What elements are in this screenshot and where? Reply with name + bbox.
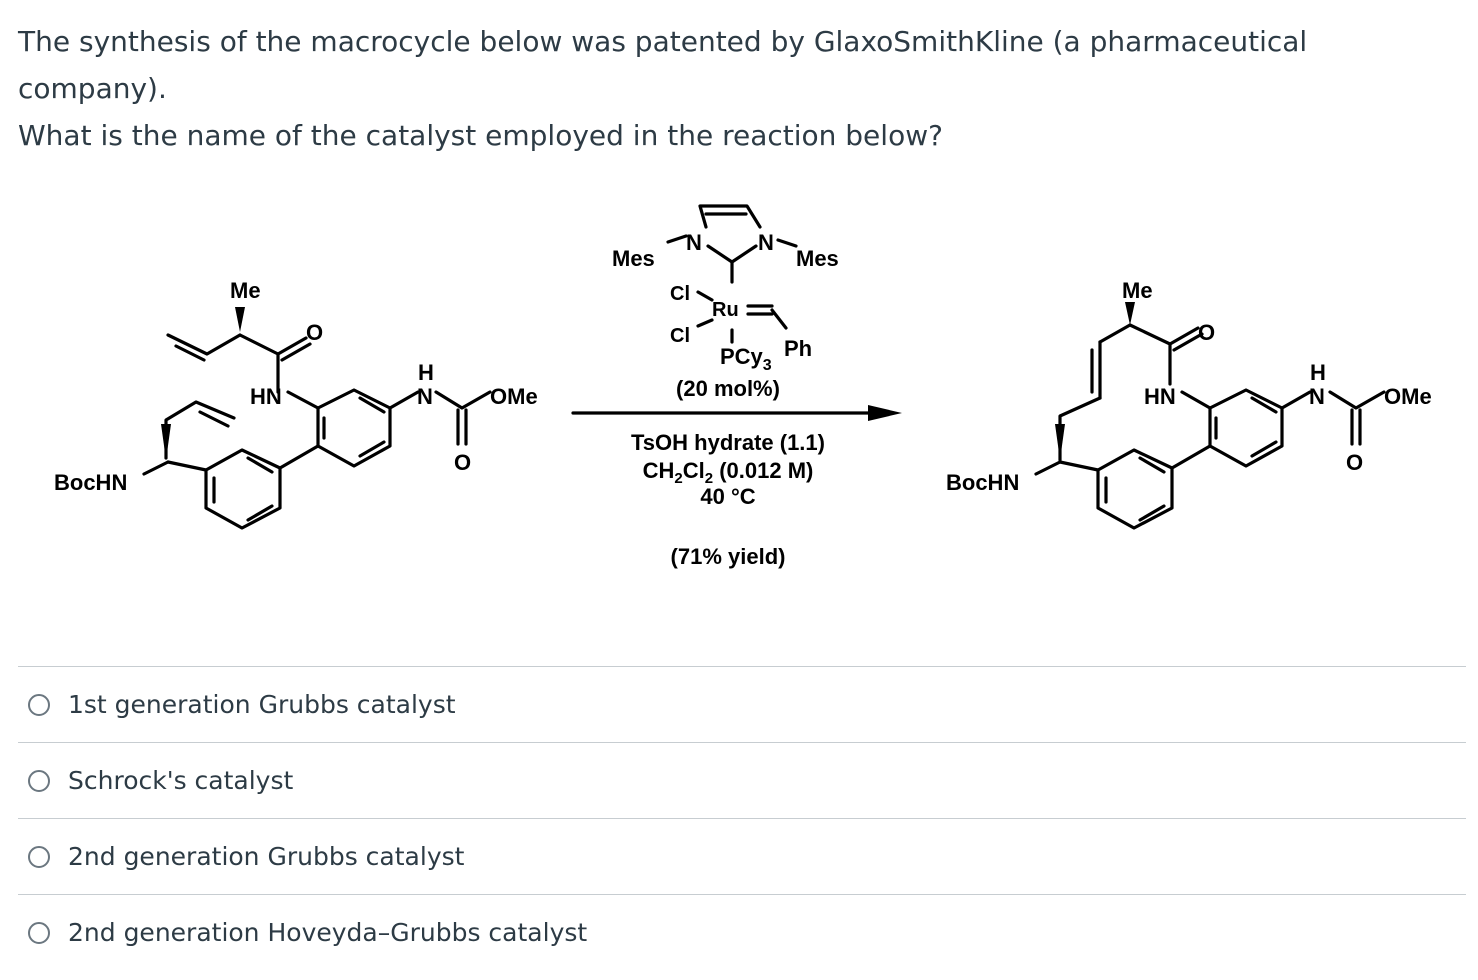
answer-label: 2nd generation Hoveyda–Grubbs catalyst <box>68 918 588 947</box>
radio-button-icon[interactable] <box>28 693 50 716</box>
reactant-h-label: H <box>418 360 434 385</box>
catalyst-n-left: N <box>686 230 702 255</box>
product-me-wedge <box>1125 302 1135 325</box>
question-text: The synthesis of the macrocycle below wa… <box>18 18 1458 159</box>
product-me-label: Me <box>1122 278 1153 303</box>
catalyst-cl-top: Cl <box>670 283 690 305</box>
product-carbonyl-o-label: O <box>1346 450 1363 475</box>
reactant-ome-label: OMe <box>490 384 538 409</box>
reaction-yield: (71% yield) <box>671 544 786 569</box>
catalyst-n-right: N <box>758 230 774 255</box>
answer-option-1[interactable]: 1st generation Grubbs catalyst <box>18 666 1466 742</box>
answer-label: 2nd generation Grubbs catalyst <box>68 842 465 871</box>
catalyst-mes-left: Mes <box>612 246 655 271</box>
catalyst-loading: (20 mol%) <box>676 376 780 401</box>
product-structure <box>1034 323 1386 530</box>
answer-option-4[interactable]: 2nd generation Hoveyda–Grubbs catalyst <box>18 894 1466 970</box>
reactant-hn-label: HN <box>250 384 282 409</box>
reactant-me-wedge <box>235 307 245 332</box>
radio-button-icon[interactable] <box>28 845 50 868</box>
arrow-head <box>868 405 902 421</box>
question-line-1: The synthesis of the macrocycle below wa… <box>18 25 1308 105</box>
catalyst-pcy3: PCy3 <box>720 344 772 374</box>
catalyst-ph: Ph <box>784 336 812 361</box>
catalyst-ru: Ru <box>712 299 739 321</box>
answer-label: 1st generation Grubbs catalyst <box>68 690 456 719</box>
product-ome-label: OMe <box>1384 384 1432 409</box>
catalyst-mes-right: Mes <box>796 246 839 271</box>
product-hn-label: HN <box>1144 384 1176 409</box>
reactant-structure <box>142 333 492 530</box>
catalyst-cl-bottom: Cl <box>670 325 690 347</box>
reactant-me-label: Me <box>230 278 261 303</box>
reaction-scheme: Me O HN H N OMe O BocHN Mes N N Mes Cl R… <box>54 204 1432 569</box>
product-n-label: N <box>1309 384 1325 409</box>
radio-button-icon[interactable] <box>28 921 50 944</box>
product-h-label: H <box>1310 360 1326 385</box>
condition-solvent: CH2Cl2 (0.012 M) <box>643 458 814 487</box>
answer-option-2[interactable]: Schrock's catalyst <box>18 742 1466 818</box>
answer-label: Schrock's catalyst <box>68 766 294 795</box>
reactant-allyl-wedge <box>161 424 171 460</box>
reactant-n-label: N <box>417 384 433 409</box>
condition-tsoh: TsOH hydrate (1.1) <box>631 430 825 455</box>
product-o-label: O <box>1198 320 1215 345</box>
reactant-bochn-label: BocHN <box>54 470 127 495</box>
catalyst-structure <box>666 204 798 344</box>
reactant-carbonyl-o-label: O <box>454 450 471 475</box>
radio-button-icon[interactable] <box>28 769 50 792</box>
condition-temperature: 40 °C <box>700 484 755 509</box>
question-line-2: What is the name of the catalyst employe… <box>18 119 943 152</box>
answer-option-3[interactable]: 2nd generation Grubbs catalyst <box>18 818 1466 894</box>
product-bridge-wedge <box>1055 424 1065 460</box>
reactant-o-label: O <box>306 320 323 345</box>
product-bochn-label: BocHN <box>946 470 1019 495</box>
answer-list: 1st generation Grubbs catalyst Schrock's… <box>18 666 1466 970</box>
